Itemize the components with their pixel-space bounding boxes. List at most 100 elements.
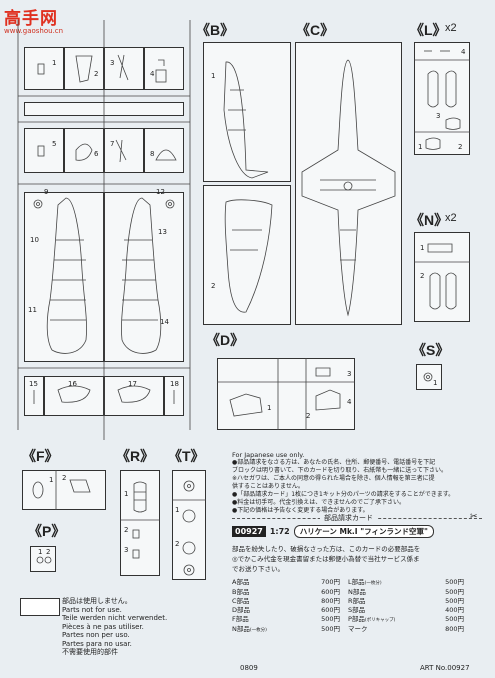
- not-used-zh: 不需要使用的部件: [62, 648, 118, 656]
- frame-num-15: 15: [29, 380, 38, 388]
- price-value-n2: 500円: [321, 625, 340, 633]
- frame-b-lower: [203, 185, 291, 325]
- frame-cell-6: [64, 128, 104, 173]
- not-used-de: Teile werden nicht verwendet.: [62, 614, 168, 622]
- s-num-1: 1: [433, 379, 438, 387]
- price-value-n: 500円: [445, 588, 464, 596]
- frame-t: [172, 470, 206, 580]
- l-num-4: 4: [461, 48, 466, 56]
- frame-cell-4: [144, 47, 184, 90]
- price-note-p: (ポリキャップ): [364, 618, 396, 623]
- b-num-2: 2: [211, 282, 216, 290]
- site-watermark: 高手网 www.gaoshou.cn: [4, 4, 63, 35]
- price-note-l: (一枚分): [364, 581, 382, 586]
- frame-d: [217, 358, 355, 430]
- frame-c: [295, 42, 402, 325]
- r-num-1: 1: [124, 490, 129, 498]
- price-value-d: 600円: [321, 606, 340, 614]
- r-num-3: 3: [124, 546, 129, 554]
- frame-num-11: 11: [28, 306, 37, 314]
- watermark-url: www.gaoshou.cn: [4, 27, 64, 35]
- price-part-b: B部品: [232, 588, 250, 596]
- frame-fuselage-right: [104, 192, 184, 362]
- frame-l: [414, 42, 470, 155]
- frame-num-6: 6: [94, 150, 99, 158]
- price-value-b: 600円: [321, 588, 340, 596]
- watermark-logo-text: 高手网: [4, 9, 58, 28]
- note-for-japan: For Japanese use only.: [232, 451, 305, 459]
- p-num-1: 1: [38, 548, 43, 556]
- section-label-p: 《P》: [28, 523, 66, 539]
- parts-order-card: 00927 1:72 ハリケーン Mk.I "フィンランド空軍" 部品を紛失した…: [232, 524, 482, 670]
- frame-cell-3: [104, 47, 144, 90]
- price-value-l: 500円: [445, 578, 464, 586]
- art-number: ART No.00927: [420, 664, 470, 672]
- price-part-a: A部品: [232, 578, 250, 586]
- frame-num-1: 1: [52, 59, 57, 67]
- section-label-t: 《T》: [168, 448, 205, 464]
- not-used-fr: Pièces à ne pas utiliser.: [62, 622, 144, 631]
- section-qty-l: x2: [445, 22, 457, 34]
- price-value-s: 400円: [445, 606, 464, 614]
- not-used-swatch: [20, 598, 60, 616]
- p-num-2: 2: [46, 548, 51, 556]
- not-used-es: Partes para no usar.: [62, 639, 132, 648]
- section-label-c: 《C》: [296, 22, 335, 38]
- price-part-c: C部品: [232, 597, 250, 605]
- frame-num-13: 13: [158, 228, 167, 236]
- frame-num-10: 10: [30, 236, 39, 244]
- frame-num-12: 12: [156, 188, 165, 196]
- price-value-mark: 800円: [445, 625, 464, 633]
- price-part-n: N部品: [348, 588, 366, 596]
- price-part-f: F部品: [232, 615, 249, 623]
- frame-num-7: 7: [110, 140, 115, 148]
- f-num-1: 1: [49, 476, 54, 484]
- section-label-d: 《D》: [206, 332, 245, 348]
- frame-num-9: 9: [44, 188, 49, 196]
- frame-s: [416, 364, 442, 390]
- frame-num-3: 3: [110, 59, 115, 67]
- price-value-a: 700円: [321, 578, 340, 586]
- card-scale: 1:72: [269, 526, 290, 536]
- card-header: 部品請求カード: [320, 513, 377, 523]
- price-part-d: D部品: [232, 606, 251, 614]
- section-label-f: 《F》: [22, 448, 59, 464]
- section-label-r: 《R》: [116, 448, 155, 464]
- price-value-c: 800円: [321, 597, 340, 605]
- frame-num-8: 8: [150, 150, 155, 158]
- price-note-n2: (一枚分): [249, 628, 267, 633]
- frame-cell-17: [104, 376, 164, 416]
- l-num-2: 2: [458, 143, 463, 151]
- section-label-l: 《L》: [410, 22, 447, 38]
- card-title-bar: 00927 1:72 ハリケーン Mk.I "フィンランド空軍": [232, 524, 482, 538]
- japanese-order-notes: For Japanese use only. ●部品請求をなさる方は、あなたの氏…: [232, 451, 487, 515]
- n-num-1: 1: [420, 244, 425, 252]
- section-label-s: 《S》: [412, 342, 450, 358]
- note-line-1: ●部品請求をなさる方は、あなたの氏名、住所、郵便番号、電話番号を下記: [232, 459, 436, 466]
- frame-f: [22, 470, 106, 510]
- not-used-en: Parts not for use.: [62, 605, 122, 614]
- section-label-b: 《B》: [196, 22, 235, 38]
- price-value-p: 500円: [445, 615, 464, 623]
- frame-cell-16: [44, 376, 104, 416]
- note-line-6: ●料金は切手可。代金引換えは、できませんのでご了承下さい。: [232, 499, 406, 506]
- scissors-icon: ✂: [470, 512, 478, 522]
- frame-num-14: 14: [160, 318, 169, 326]
- frame-num-2: 2: [94, 70, 99, 78]
- card-desc-1: 部品を紛失したり、破損なさった方は、このカードの必要部品を: [232, 545, 421, 553]
